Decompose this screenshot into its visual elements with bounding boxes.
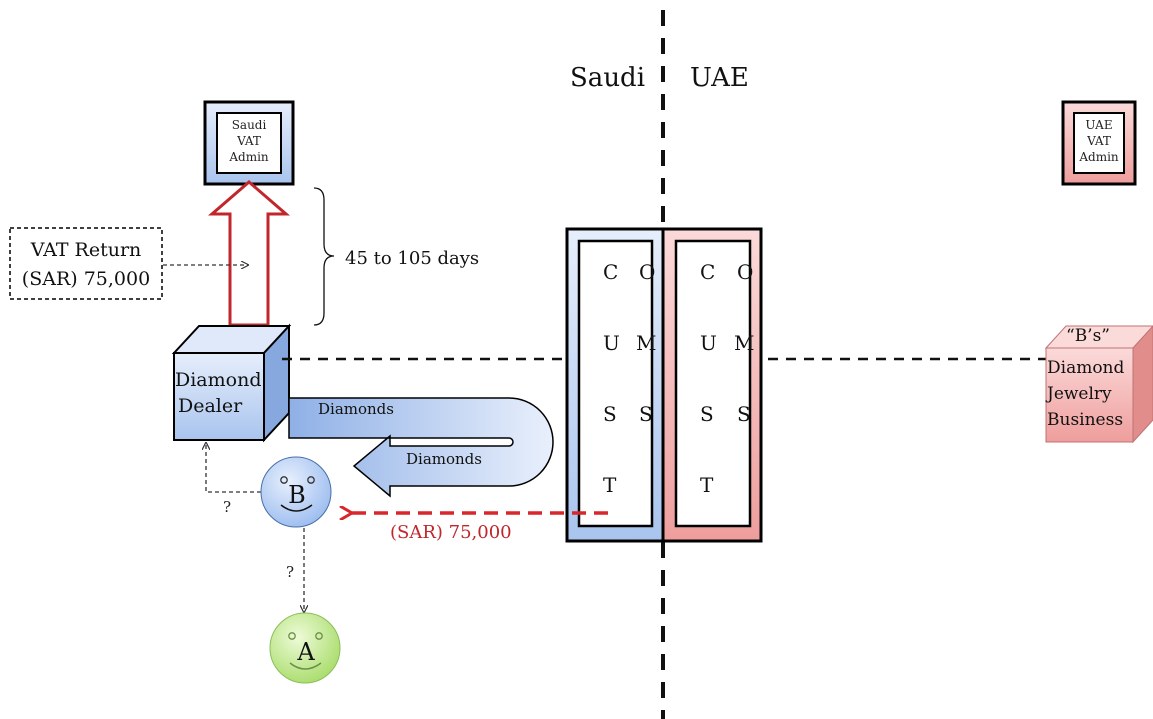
saudi-vat-admin-box: Saudi VAT Admin — [203, 100, 295, 186]
customs-uae-s2: S — [737, 402, 751, 426]
customs-uae-u: U — [700, 331, 717, 355]
diamonds-label-top: Diamonds — [318, 400, 394, 418]
business-line-1: “B’s” — [1066, 326, 1110, 346]
business-line-2: Diamond — [1047, 358, 1125, 378]
person-b-label: B — [288, 481, 306, 509]
customs-saudi-o: O — [639, 260, 655, 284]
saudi-admin-line-1: Saudi — [232, 118, 267, 132]
uae-admin-line-2: VAT — [1086, 134, 1111, 148]
diamond-dealer-cube: Diamond Dealer — [171, 323, 292, 443]
dealer-line-2: Dealer — [178, 395, 243, 417]
vat-return-line-1: VAT Return — [30, 239, 142, 261]
uae-admin-line-3: Admin — [1078, 150, 1119, 164]
customs-saudi: C U S T O M S — [565, 227, 665, 543]
business-line-3: Jewelry — [1045, 384, 1112, 404]
customs-uae-s: S — [700, 402, 714, 426]
uae-vat-admin-box: UAE VAT Admin — [1061, 100, 1137, 186]
customs-uae-t: T — [700, 473, 714, 497]
region-label-uae: UAE — [690, 63, 749, 93]
person-a-label: A — [296, 638, 315, 666]
customs-uae-c: C — [700, 260, 715, 284]
customs-saudi-s2: S — [639, 402, 653, 426]
vat-return-box: VAT Return (SAR) 75,000 — [9, 227, 163, 300]
period-bracket — [313, 187, 335, 326]
diamonds-u-turn-arrow — [288, 397, 554, 498]
jewelry-business-cube: “B’s” Diamond Jewelry Business — [1044, 325, 1153, 444]
person-b-face: B — [260, 456, 332, 528]
vat-return-line-2: (SAR) 75,000 — [22, 268, 150, 290]
question-mark-dealer: ? — [223, 498, 231, 516]
payment-label: (SAR) 75,000 — [390, 522, 512, 543]
saudi-admin-line-2: VAT — [236, 134, 261, 148]
customs-saudi-t: T — [603, 473, 617, 497]
customs-uae-o: O — [737, 260, 753, 284]
diamonds-label-bottom: Diamonds — [406, 450, 482, 468]
customs-saudi-u: U — [603, 331, 620, 355]
question-mark-a: ? — [286, 563, 294, 581]
customs-uae: C U S T O M S — [661, 227, 763, 543]
b-to-dealer-arrow — [206, 443, 261, 493]
customs-saudi-c: C — [603, 260, 618, 284]
business-line-4: Business — [1047, 410, 1123, 430]
uae-admin-line-1: UAE — [1085, 118, 1112, 132]
customs-saudi-s: S — [603, 402, 617, 426]
vat-payment-up-arrow — [207, 180, 291, 327]
customs-saudi-m: M — [636, 331, 656, 355]
region-label-saudi: Saudi — [570, 63, 645, 93]
customs-uae-m: M — [734, 331, 754, 355]
dealer-line-1: Diamond — [175, 369, 262, 391]
saudi-admin-line-3: Admin — [228, 150, 269, 164]
period-label: 45 to 105 days — [345, 248, 479, 269]
person-a-face: A — [269, 612, 341, 684]
